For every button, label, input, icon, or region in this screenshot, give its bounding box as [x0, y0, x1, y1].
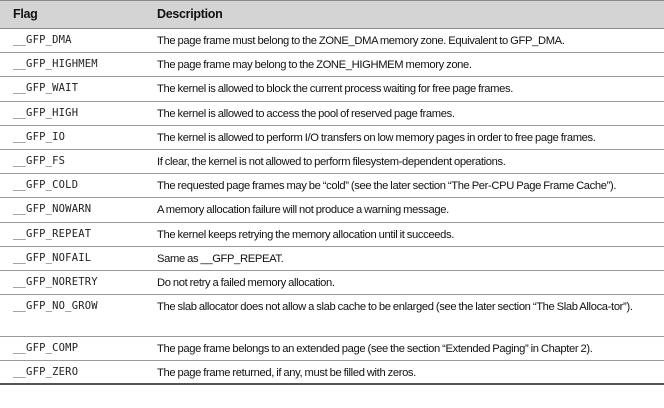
table-row: __GFP_HIGHMEM The page frame may belong … — [0, 53, 664, 78]
description-cell: A memory allocation failure will not pro… — [157, 204, 449, 217]
table-row: __GFP_IO The kernel is allowed to perfor… — [0, 126, 664, 150]
description-cell: The kernel keeps retrying the memory all… — [157, 228, 454, 241]
flag-cell: __GFP_ZERO — [13, 366, 79, 379]
table-row: __GFP_NOFAIL Same as __GFP_REPEAT. — [0, 247, 664, 271]
description-cell: The slab allocator does not allow a slab… — [157, 301, 633, 314]
table-row: __GFP_NO_GROW The slab allocator does no… — [0, 295, 664, 338]
header-flag: Flag — [13, 7, 38, 21]
table-row: __GFP_DMA The page frame must belong to … — [0, 29, 664, 54]
header-description: Description — [157, 7, 223, 21]
description-cell: The page frame belongs to an extended pa… — [157, 343, 593, 356]
table-row: __GFP_FS If clear, the kernel is not all… — [0, 150, 664, 175]
description-cell: The page frame may belong to the ZONE_HI… — [157, 59, 472, 72]
flag-cell: __GFP_FS — [13, 154, 66, 167]
table-row: __GFP_COMP The page frame belongs to an … — [0, 337, 664, 362]
table-header: Flag Description — [0, 0, 664, 29]
flag-cell: __GFP_NOFAIL — [13, 251, 92, 264]
flag-cell: __GFP_IO — [13, 130, 66, 143]
description-cell: The page frame must belong to the ZONE_D… — [157, 35, 565, 47]
description-cell: The requested page frames may be “cold” … — [157, 180, 617, 193]
table-row: __GFP_NOWARN A memory allocation failure… — [0, 198, 664, 223]
description-cell: The kernel is allowed to perform I/O tra… — [157, 131, 596, 144]
flag-cell: __GFP_NORETRY — [13, 275, 98, 288]
description-cell: The kernel is allowed to access the pool… — [157, 107, 455, 120]
table-row: __GFP_COLD The requested page frames may… — [0, 174, 664, 199]
table-row: __GFP_ZERO The page frame returned, if a… — [0, 361, 664, 386]
description-cell: Same as __GFP_REPEAT. — [157, 252, 284, 265]
flag-cell: __GFP_NO_GROW — [13, 300, 98, 313]
description-cell: The kernel is allowed to block the curre… — [157, 83, 514, 96]
flag-cell: __GFP_NOWARN — [13, 203, 92, 216]
table-row: __GFP_WAIT The kernel is allowed to bloc… — [0, 77, 664, 102]
flag-cell: __GFP_HIGH — [13, 106, 79, 119]
description-cell: The page frame returned, if any, must be… — [157, 367, 416, 380]
flag-cell: __GFP_COMP — [13, 342, 79, 355]
table-row: __GFP_HIGH The kernel is allowed to acce… — [0, 102, 664, 126]
flag-cell: __GFP_HIGHMEM — [13, 58, 98, 71]
description-cell: Do not retry a failed memory allocation. — [157, 276, 335, 289]
flag-cell: __GFP_COLD — [13, 179, 79, 192]
flag-cell: __GFP_WAIT — [13, 82, 79, 95]
table-row: __GFP_REPEAT The kernel keeps retrying t… — [0, 223, 664, 247]
description-cell: If clear, the kernel is not allowed to p… — [157, 155, 506, 168]
flag-cell: __GFP_DMA — [13, 34, 72, 46]
gfp-flags-table: Flag Description __GFP_DMA The page fram… — [0, 0, 664, 386]
flag-cell: __GFP_REPEAT — [13, 227, 92, 240]
table-row: __GFP_NORETRY Do not retry a failed memo… — [0, 271, 664, 296]
